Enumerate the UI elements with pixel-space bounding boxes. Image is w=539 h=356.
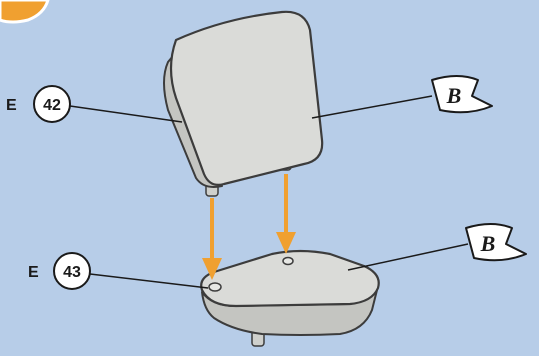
step-badge [0, 0, 48, 22]
flag-label: B [480, 231, 496, 256]
flag-leader [312, 96, 432, 118]
flag-shape [466, 224, 526, 260]
assembly-arrow-left [202, 198, 222, 280]
flag-b-lower: B [348, 224, 526, 270]
backrest-part [164, 12, 322, 196]
flag-label: B [446, 83, 462, 108]
callout-prefix: E [28, 264, 39, 281]
flag-b-upper: B [312, 76, 492, 118]
assembly-arrow-right [276, 174, 296, 254]
callout-number: 43 [63, 264, 81, 281]
callout-leader [70, 106, 182, 122]
seat-part [201, 251, 379, 346]
seat-hole-left [209, 283, 221, 291]
callout-e-42: E 42 [6, 86, 182, 122]
callout-prefix: E [6, 97, 17, 114]
seat-hole-right [283, 258, 293, 265]
callout-leader [90, 274, 208, 288]
flag-shape [432, 76, 492, 112]
callout-number: 42 [43, 97, 61, 114]
flag-leader [348, 244, 468, 270]
callout-e-43: E 43 [28, 253, 208, 289]
